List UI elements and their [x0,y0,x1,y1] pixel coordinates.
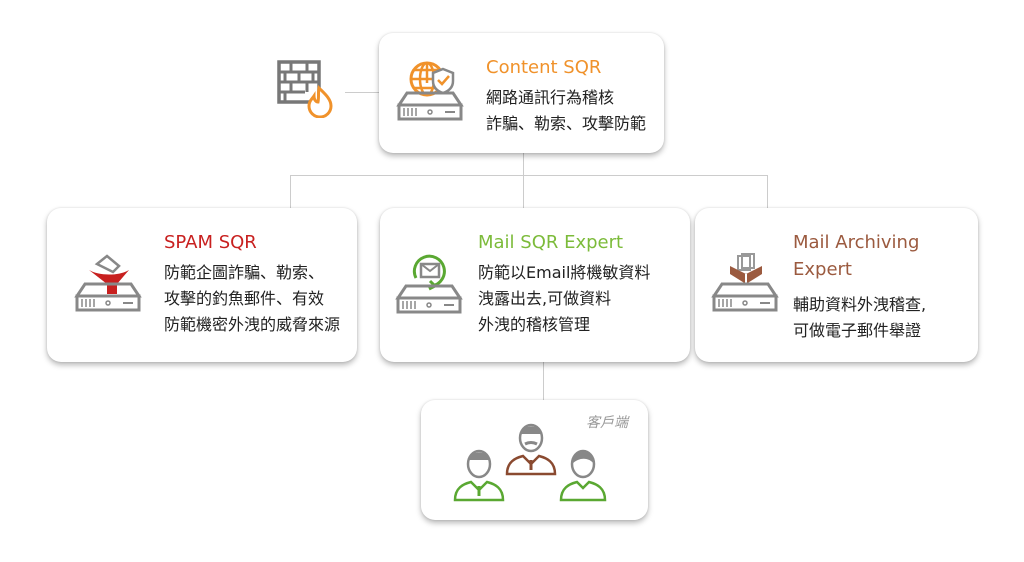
firewall-icon [277,60,333,118]
spam-sqr-desc-2: 攻擊的釣魚郵件、有效 [164,289,325,308]
connector-bottom [543,362,544,400]
connector-firewall [345,92,379,93]
mail-archiving-title-1: Mail Archiving [793,232,920,253]
mail-sqr-expert-desc-3: 外洩的稽核管理 [478,315,591,334]
globe-shield-server-icon [397,61,463,121]
connector-left [290,175,291,208]
content-sqr-desc-1: 網路通訊行為稽核 [486,88,615,107]
connector-horizontal [290,175,767,176]
content-sqr-title: Content SQR [486,57,602,78]
content-sqr-card[interactable]: Content SQR 網路通訊行為稽核 詐騙、勒索、攻擊防範 [379,33,664,153]
mail-archiving-desc-1: 輔助資料外洩稽查, [793,295,927,314]
spam-sqr-card[interactable]: SPAM SQR 防範企圖詐騙、勒索、 攻擊的釣魚郵件、有效 防範機密外洩的威脅… [47,208,357,362]
senior-user-icon [505,423,557,476]
spam-filter-server-icon [75,254,141,312]
mail-archiving-title-2: Expert [793,259,852,280]
mail-sqr-expert-desc-1: 防範以Email將機敏資料 [478,263,651,282]
archive-server-icon [712,253,778,312]
male-user-icon [453,449,505,502]
spam-sqr-desc-3: 防範機密外洩的威脅來源 [164,315,341,334]
spam-sqr-title: SPAM SQR [164,232,257,253]
female-user-icon [559,449,607,502]
clients-card[interactable]: 客戶端 [421,400,648,520]
spam-sqr-desc-1: 防範企圖詐騙、勒索、 [164,263,325,282]
connector-top-vertical [523,153,524,208]
mail-archiving-expert-card[interactable]: Mail Archiving Expert 輔助資料外洩稽查, 可做電子郵件舉證 [695,208,978,362]
content-sqr-desc-2: 詐騙、勒索、攻擊防範 [486,114,647,133]
mail-sqr-expert-desc-2: 洩露出去,可做資料 [478,289,612,308]
mail-sqr-expert-title: Mail SQR Expert [478,232,624,253]
mail-archiving-desc-2: 可做電子郵件舉證 [793,321,922,340]
clients-label: 客戶端 [586,415,628,431]
users-icon [453,423,607,502]
mail-sqr-expert-card[interactable]: Mail SQR Expert 防範以Email將機敏資料 洩露出去,可做資料 … [380,208,690,362]
connector-right [767,175,768,208]
mail-cycle-server-icon [396,254,462,314]
